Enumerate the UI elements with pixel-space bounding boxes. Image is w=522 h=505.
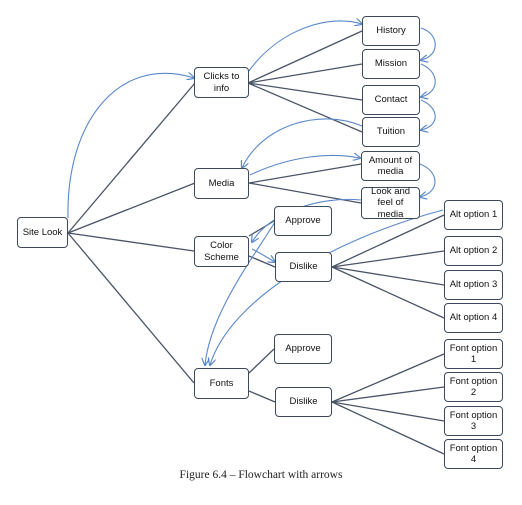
edge-clicks-mission — [247, 63, 363, 84]
node-alt-option-4: Alt option 4 — [444, 303, 503, 333]
edge-clicks-history — [247, 30, 363, 84]
arrow-site-to-clicks — [67, 73, 194, 219]
edge-media-amount — [248, 163, 362, 184]
edge-fonts-dislike — [248, 390, 276, 403]
node-media: Media — [194, 168, 249, 199]
node-site-look: Site Look — [17, 217, 68, 248]
arrow-approve-to-fonts — [205, 221, 276, 365]
edge-dislike-alt4 — [331, 266, 445, 319]
arrow-color-to-dislike — [251, 248, 275, 262]
edge-dislike-alt2 — [331, 250, 445, 268]
edge-fdislike-f4 — [331, 401, 445, 455]
node-clicks-to-info: Clicks to info — [194, 67, 249, 98]
node-amount-of-media: Amount of media — [361, 151, 420, 181]
node-font-option-2: Font option 2 — [444, 372, 503, 402]
node-alt-option-1: Alt option 1 — [444, 200, 503, 230]
arrow-contact-to-tuition — [421, 99, 436, 130]
figure-caption: Figure 6.4 – Flowchart with arrows — [179, 469, 343, 481]
node-tuition: Tuition — [362, 117, 420, 147]
edge-dislike-alt1 — [331, 214, 445, 268]
edge-clicks-tuition — [247, 82, 363, 133]
edge-media-lookfeel — [248, 182, 362, 204]
edge-site-fonts — [67, 232, 195, 384]
arrow-mission-to-contact — [421, 63, 436, 97]
edge-site-media — [67, 182, 196, 234]
node-alt-option-2: Alt option 2 — [444, 236, 503, 266]
edge-dislike-alt3 — [331, 266, 445, 286]
node-font-option-3: Font option 3 — [444, 406, 503, 436]
node-fonts-approve: Approve — [274, 334, 332, 364]
arrow-media-to-amount — [249, 155, 360, 176]
edge-fdislike-f2 — [331, 386, 445, 403]
arrow-history-to-mission — [421, 27, 436, 60]
node-color-approve: Approve — [274, 206, 332, 236]
node-history: History — [362, 16, 420, 46]
edge-site-clicks — [67, 82, 196, 234]
edge-clicks-contact — [247, 82, 363, 101]
node-look-and-feel: Look and feel of media — [361, 186, 420, 220]
node-color-dislike: Dislike — [275, 252, 332, 282]
edge-fonts-approve — [248, 348, 275, 374]
node-mission: Mission — [362, 49, 420, 79]
node-color-scheme: Color Scheme — [194, 236, 249, 267]
arrow-amount-to-lookfeel — [420, 163, 436, 197]
edge-fdislike-f3 — [331, 401, 445, 422]
edge-site-color — [67, 232, 195, 252]
node-contact: Contact — [362, 85, 420, 115]
edge-color-approve — [248, 220, 275, 237]
edge-fdislike-f1 — [331, 353, 445, 403]
node-fonts-dislike: Dislike — [275, 387, 332, 417]
node-font-option-1: Font option 1 — [444, 339, 503, 369]
arrow-tuition-to-media — [242, 118, 363, 168]
node-font-option-4: Font option 4 — [444, 439, 503, 469]
node-alt-option-3: Alt option 3 — [444, 270, 503, 300]
arrow-clicks-to-history — [247, 21, 362, 73]
edge-color-dislike — [248, 255, 276, 268]
node-fonts: Fonts — [194, 368, 249, 399]
